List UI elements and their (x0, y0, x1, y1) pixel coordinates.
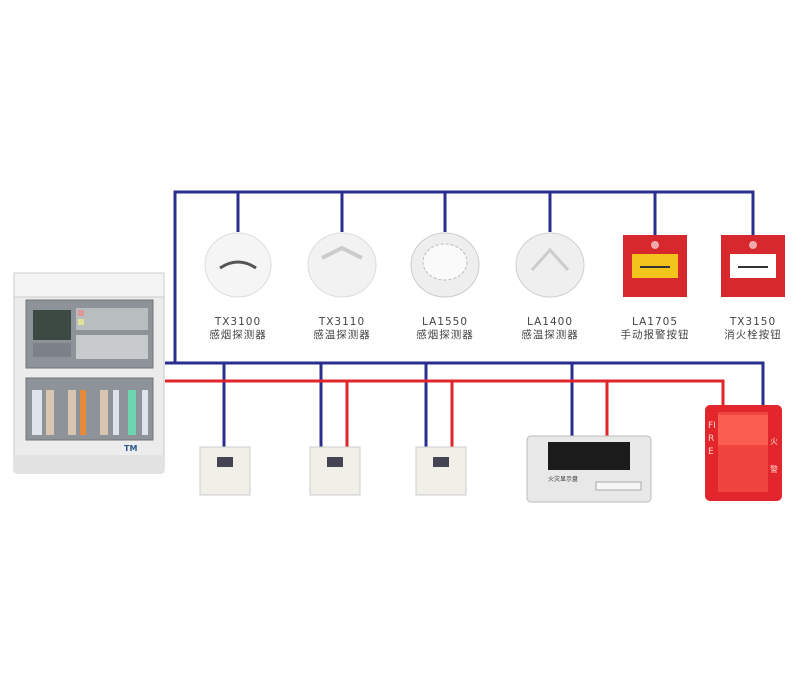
device-model: LA1400 (527, 316, 573, 328)
detector-4-heat (515, 232, 585, 298)
strobe-fire-alarm-text: 火警 (770, 437, 778, 474)
device-model: TX3110 (318, 316, 366, 328)
io-module-1 (199, 446, 251, 496)
detector-2-heat (307, 232, 377, 298)
device-model: LA1550 (422, 316, 468, 328)
device-name: 感烟探测器 (209, 329, 267, 341)
device-label-4: LA1400 感温探测器 (500, 316, 600, 342)
manual-call-point (623, 235, 687, 297)
device-model: TX3150 (729, 316, 777, 328)
sounder-strobe (705, 405, 782, 501)
fire-alarm-control-panel (13, 272, 165, 474)
device-label-2: TX3110 感温探测器 (292, 316, 392, 342)
strobe-fire-text: FIRE (708, 421, 716, 457)
device-name: 手动报警按钮 (620, 329, 690, 341)
display-title: 火灾显示盘 (548, 476, 579, 483)
device-name: 感温探测器 (521, 329, 579, 341)
device-name: 感烟探测器 (416, 329, 474, 341)
device-model: LA1705 (632, 316, 678, 328)
io-module-2 (309, 446, 361, 496)
fire-repeater-display (526, 435, 652, 503)
device-label-5: LA1705 手动报警按钮 (605, 316, 705, 342)
detector-3-smoke (410, 232, 480, 298)
blue-bus (165, 190, 765, 447)
io-module-3 (415, 446, 467, 496)
device-name: 消火栓按钮 (724, 329, 782, 341)
device-label-1: TX3100 感烟探测器 (188, 316, 288, 342)
panel-brand-logo: TM (124, 444, 137, 453)
lcd-screen (33, 310, 71, 340)
detector-1-smoke (204, 232, 272, 298)
hydrant-button (721, 235, 785, 297)
device-label-3: LA1550 感烟探测器 (395, 316, 495, 342)
device-label-6: TX3150 消火栓按钮 (703, 316, 801, 342)
device-model: TX3100 (214, 316, 262, 328)
zone-indicators (32, 390, 148, 435)
device-name: 感温探测器 (313, 329, 371, 341)
keypad (76, 335, 148, 359)
red-bus (165, 379, 725, 447)
